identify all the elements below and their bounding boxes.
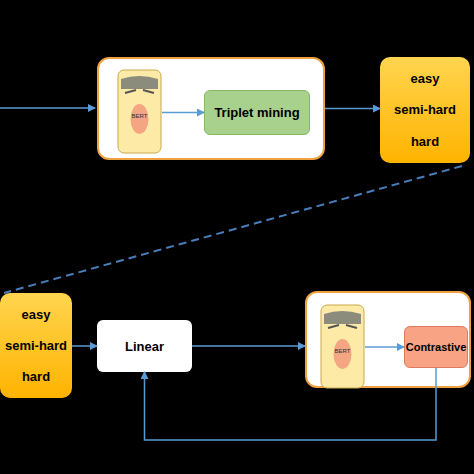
node-text: easy: [22, 307, 51, 322]
loss-box: Contrastive: [404, 326, 468, 368]
node-text: BERT: [117, 113, 162, 119]
bert-illustration: [117, 69, 162, 154]
node-text: hard: [22, 369, 50, 384]
node-text: semi-hard: [5, 338, 67, 353]
node-text: Linear: [125, 339, 164, 354]
bert-model: BERT: [320, 304, 365, 389]
node-text: hard: [411, 134, 439, 149]
node-text: Triplet mining: [214, 105, 299, 120]
arrow-connector: [72, 345, 97, 347]
category-box: easy semi-hard hard: [0, 293, 72, 398]
arrow-connector: [192, 345, 305, 347]
node-text: semi-hard: [394, 102, 456, 117]
process-box: Triplet mining: [204, 90, 310, 135]
dashed-connector: [4, 166, 462, 293]
input-arrow: [0, 107, 95, 109]
category-box: easy semi-hard hard: [380, 57, 470, 163]
node-text: Contrastive: [406, 341, 467, 353]
node-text: BERT: [320, 348, 365, 354]
stage-box: BERT Contrastive: [305, 291, 471, 388]
bert-illustration: [320, 304, 365, 389]
process-box: Linear: [97, 320, 192, 372]
node-text: easy: [411, 71, 440, 86]
stage-box: BERT Triplet mining: [97, 57, 325, 160]
arrow-connector: [325, 108, 380, 110]
bert-model: BERT: [117, 69, 162, 154]
